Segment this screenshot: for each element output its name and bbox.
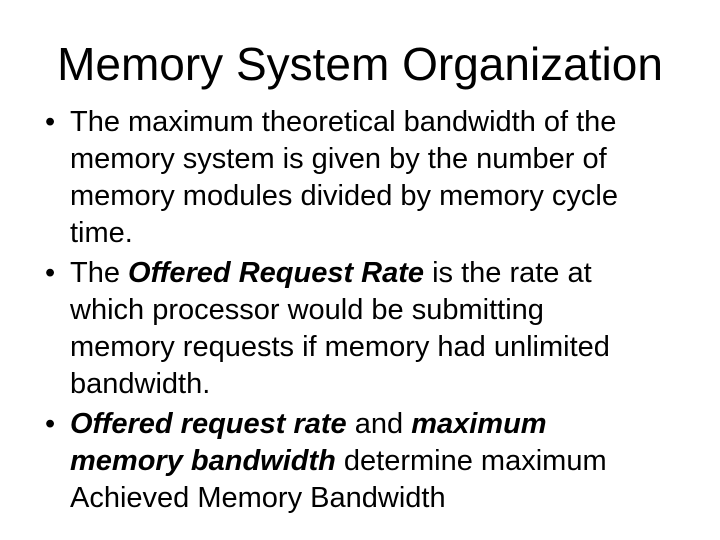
bullet-text-segment: Offered Request Rate bbox=[128, 257, 425, 289]
bullet-icon: • bbox=[45, 106, 56, 138]
list-item: • Offered request rate and maximum memory… bbox=[45, 406, 718, 517]
bullet-icon: • bbox=[45, 257, 56, 289]
bullet-text-segment: determine maximum Achieved Memory Bandwi… bbox=[70, 445, 607, 514]
bullet-text-segment: and bbox=[346, 408, 412, 440]
bullet-list: • The maximum theoretical bandwidth of th… bbox=[45, 104, 718, 520]
bullet-text-segment: Offered request rate bbox=[70, 408, 347, 440]
bullet-text-segment: maximum memory bandwidth bbox=[70, 408, 547, 477]
slide-title: Memory System Organization bbox=[57, 38, 663, 90]
list-item: • The maximum theoretical bandwidth of th… bbox=[45, 104, 718, 252]
list-item: • The Offered Request Rate is the rate at… bbox=[45, 255, 718, 403]
bullet-icon: • bbox=[45, 408, 56, 440]
bullet-text-segment: is the rate at which processor would be … bbox=[70, 257, 610, 400]
bullet-text-segment: The bbox=[70, 257, 129, 289]
bullet-text-segment: The maximum theoretical bandwidth of the… bbox=[70, 106, 618, 249]
